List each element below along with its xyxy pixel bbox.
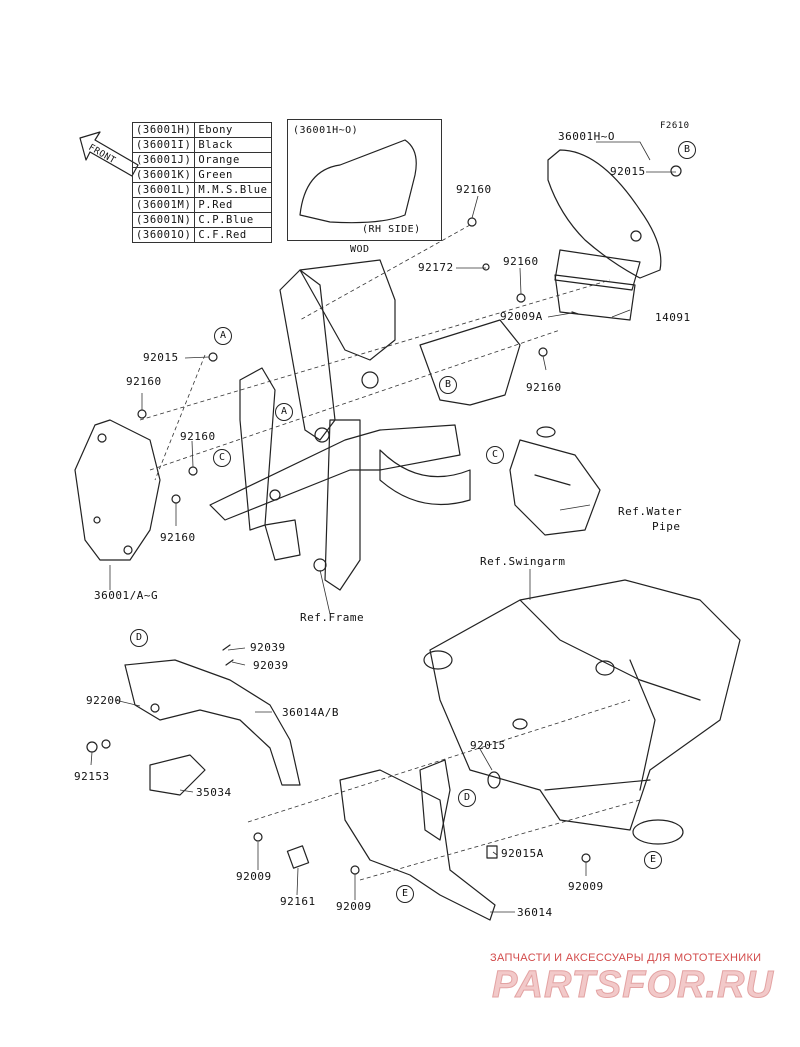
part-number-label: 92160 (160, 531, 196, 544)
part-number-label: 92160 (456, 183, 492, 196)
legend-row: (36001K) Green (131, 167, 272, 183)
ref-circle-d: D (130, 629, 148, 647)
legend-code: (36001I) (131, 137, 196, 153)
legend-color: M.M.S.Blue (194, 182, 272, 198)
swingarm (423, 579, 741, 845)
reference-label: Ref.Water (618, 505, 683, 518)
inset-title: (36001H~O) (293, 125, 359, 136)
inset-side-cover (299, 139, 417, 224)
right-side-cover (547, 149, 682, 321)
ref-circle-d: D (458, 789, 476, 807)
part-number-label: 35034 (196, 786, 232, 799)
legend-code: (36001L) (131, 182, 196, 198)
watermark-logo: PARTSFOR.RU (492, 964, 774, 1007)
ref-circle-b: B (678, 141, 696, 159)
legend-code: (36001K) (131, 167, 196, 183)
part-number-label: 14091 (655, 311, 691, 324)
part-number-label: 92009 (568, 880, 604, 893)
figure-code: F2610 (660, 121, 690, 131)
water-pipe-cover (509, 426, 601, 536)
part-number-label: 92015 (470, 739, 506, 752)
ref-circle-e: E (396, 885, 414, 903)
ref-circle-c: C (213, 449, 231, 467)
left-side-cover (74, 419, 161, 561)
part-number-label: 92200 (86, 694, 122, 707)
part-number-label: 92160 (126, 375, 162, 388)
part-number-label: 92160 (180, 430, 216, 443)
part-number-label: 92009A (500, 310, 543, 323)
legend-color: C.P.Blue (194, 212, 272, 228)
part-number-label: 92153 (74, 770, 110, 783)
legend-color: P.Red (194, 197, 272, 213)
color-legend-table: (36001H) Ebony (36001I) Black (36001J) O… (131, 122, 272, 243)
part-number-label: 36014A/B (282, 706, 339, 719)
legend-row: (36001O) C.F.Red (131, 227, 272, 243)
legend-row: (36001H) Ebony (131, 122, 272, 138)
part-number-label: 92039 (250, 641, 286, 654)
part-number-label: 92160 (526, 381, 562, 394)
part-number-label: 36001/A~G (94, 589, 159, 602)
legend-row: (36001L) M.M.S.Blue (131, 182, 272, 198)
legend-color: Ebony (194, 122, 272, 138)
legend-color: Green (194, 167, 272, 183)
part-number-label: 92039 (253, 659, 289, 672)
reference-label: Ref.Frame (300, 611, 365, 624)
part-number-label: 36001H~O (558, 130, 615, 143)
part-number-label: 92009 (236, 870, 272, 883)
ref-circle-a: A (275, 403, 293, 421)
inset-note: WOD (350, 244, 370, 255)
legend-row: (36001I) Black (131, 137, 272, 153)
part-number-label: 92161 (280, 895, 316, 908)
legend-code: (36001N) (131, 212, 196, 228)
frame-body (209, 259, 521, 591)
inset-caption: (RH SIDE) (362, 224, 421, 235)
part-number-label: 92015 (143, 351, 179, 364)
part-number-label: 92160 (503, 255, 539, 268)
legend-row: (36001M) P.Red (131, 197, 272, 213)
legend-color: Black (194, 137, 272, 153)
part-number-label: 92009 (336, 900, 372, 913)
legend-code: (36001H) (131, 122, 196, 138)
legend-row: (36001J) Orange (131, 152, 272, 168)
legend-color: C.F.Red (194, 227, 272, 243)
ref-circle-c: C (486, 446, 504, 464)
rh-side-inset (287, 119, 442, 241)
ref-circle-a: A (214, 327, 232, 345)
part-number-label: 92172 (418, 261, 454, 274)
reference-label: Pipe (652, 520, 681, 533)
legend-code: (36001J) (131, 152, 196, 168)
watermark-tagline: ЗАПЧАСТИ И АКСЕССУАРЫ ДЛЯ МОТОТЕХНИКИ (490, 952, 762, 964)
part-number-label: 36014 (517, 906, 553, 919)
reference-label: Ref.Swingarm (480, 555, 566, 568)
ref-circle-e: E (644, 851, 662, 869)
legend-code: (36001M) (131, 197, 196, 213)
legend-color: Orange (194, 152, 272, 168)
lower-guard (253, 759, 591, 921)
part-number-label: 92015 (610, 165, 646, 178)
part-number-label: 92015A (501, 847, 544, 860)
ref-circle-b: B (439, 376, 457, 394)
legend-code: (36001O) (131, 227, 196, 243)
chain-guard (86, 659, 301, 796)
legend-row: (36001N) C.P.Blue (131, 212, 272, 228)
